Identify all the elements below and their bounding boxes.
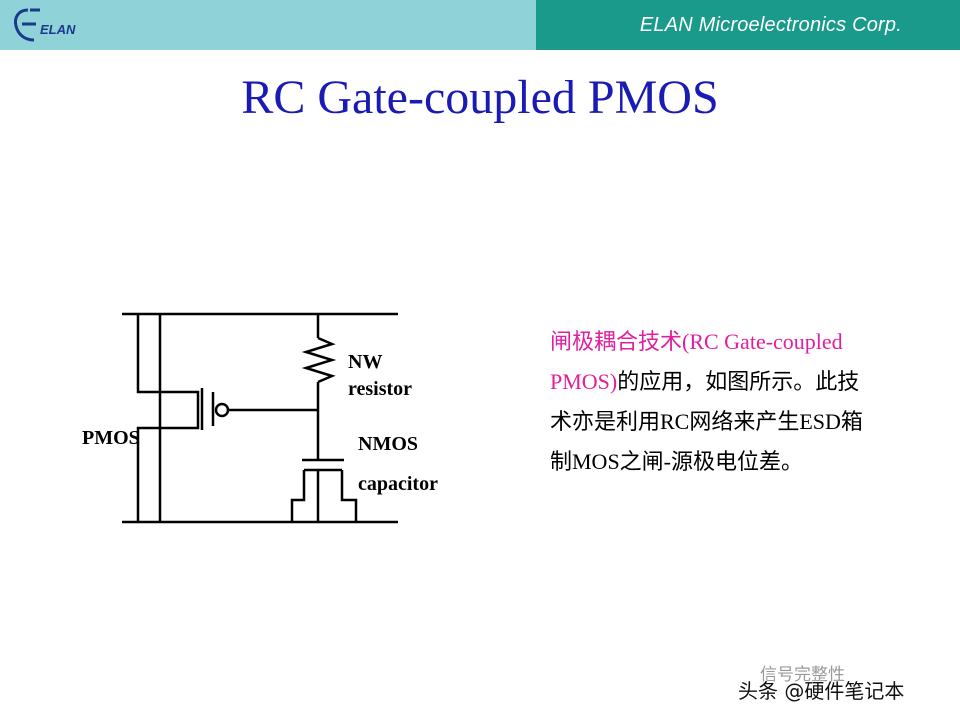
label-pmos: PMOS bbox=[82, 427, 140, 449]
credit-text: 头条 @硬件笔记本 bbox=[738, 679, 905, 703]
resistor-zigzag bbox=[301, 336, 337, 384]
nmos-left-terminal bbox=[290, 470, 306, 522]
header-left-band bbox=[0, 0, 536, 50]
label-nmos: NMOS bbox=[358, 433, 418, 455]
header-bar: ELAN ELAN Microelectronics Corp. bbox=[0, 0, 960, 50]
pmos-drain-line bbox=[136, 314, 200, 522]
label-resistor: resistor bbox=[348, 378, 412, 400]
logo-text: ELAN bbox=[40, 22, 76, 37]
company-name: ELAN Microelectronics Corp. bbox=[639, 14, 902, 36]
pmos-gate-bubble bbox=[214, 402, 230, 418]
nmos-right-terminal bbox=[340, 470, 358, 522]
watermark-text: 信号完整性 bbox=[760, 665, 845, 685]
circuit-diagram: PMOS NW resistor NMOS capacitor bbox=[82, 312, 438, 524]
description-rest: 的应用，如图所示。此技术亦是利用RC网络来产生ESD箱制MOS之闸-源极电位差。 bbox=[550, 369, 863, 474]
elan-logo: ELAN bbox=[14, 8, 76, 42]
label-nw: NW bbox=[348, 351, 382, 373]
description-text: 闸极耦合技术(RC Gate-coupled PMOS)的应用，如图所示。此技术… bbox=[550, 322, 870, 482]
slide-title: RC Gate-coupled PMOS bbox=[241, 71, 719, 124]
description-highlight: 闸极耦合技术(RC Gate-coupled PMOS) bbox=[550, 329, 843, 394]
label-capacitor: capacitor bbox=[358, 473, 438, 495]
header-right-band bbox=[536, 0, 960, 50]
